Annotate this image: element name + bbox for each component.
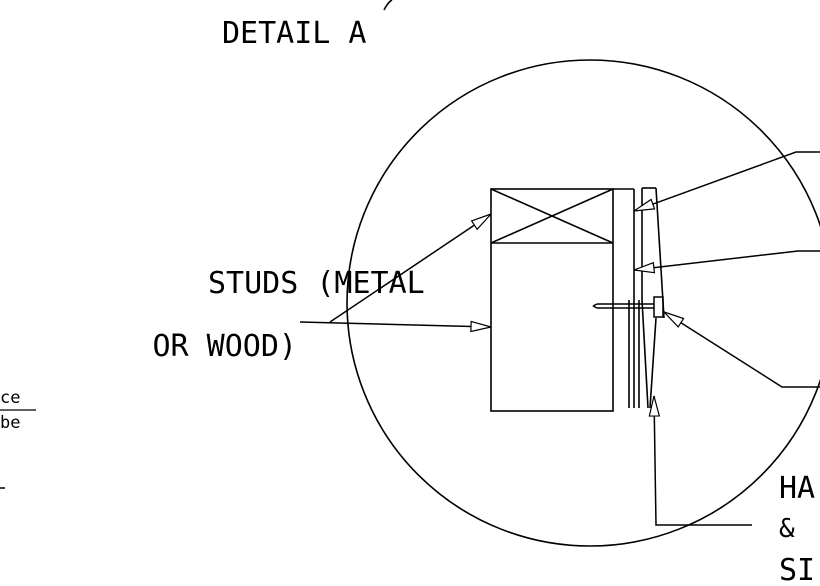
leader-bottom-right: [648, 395, 752, 526]
leader-lower-right: [663, 311, 820, 388]
bottom-right-label-line2: &: [779, 514, 795, 544]
wall-layers: [613, 187, 665, 409]
leader-studs-to-stud: [299, 320, 492, 333]
detail-circle: [346, 59, 820, 547]
studs-label-line2: OR WOOD): [153, 329, 298, 364]
studs-label-line1: STUDS (METAL: [208, 266, 425, 301]
detail-title: DETAIL A: [222, 16, 367, 51]
fastener-head: [653, 296, 664, 318]
stud-cross-b: [490, 188, 614, 244]
leader-middle-right: [633, 250, 820, 274]
left-fragment-top: ce: [0, 388, 20, 408]
leader-lines: [299, 151, 820, 526]
leader-studs-to-cross: [329, 213, 492, 323]
bottom-right-label-line3: SI: [779, 553, 815, 586]
stud-section: [490, 188, 614, 412]
leader-upper-right: [633, 151, 820, 212]
stud-outline: [490, 188, 614, 412]
top-leader-fragment: [383, 0, 393, 11]
fastener: [592, 296, 664, 318]
left-fragment-bottom: be: [0, 413, 20, 433]
bottom-right-label-line1: HA: [779, 471, 815, 506]
